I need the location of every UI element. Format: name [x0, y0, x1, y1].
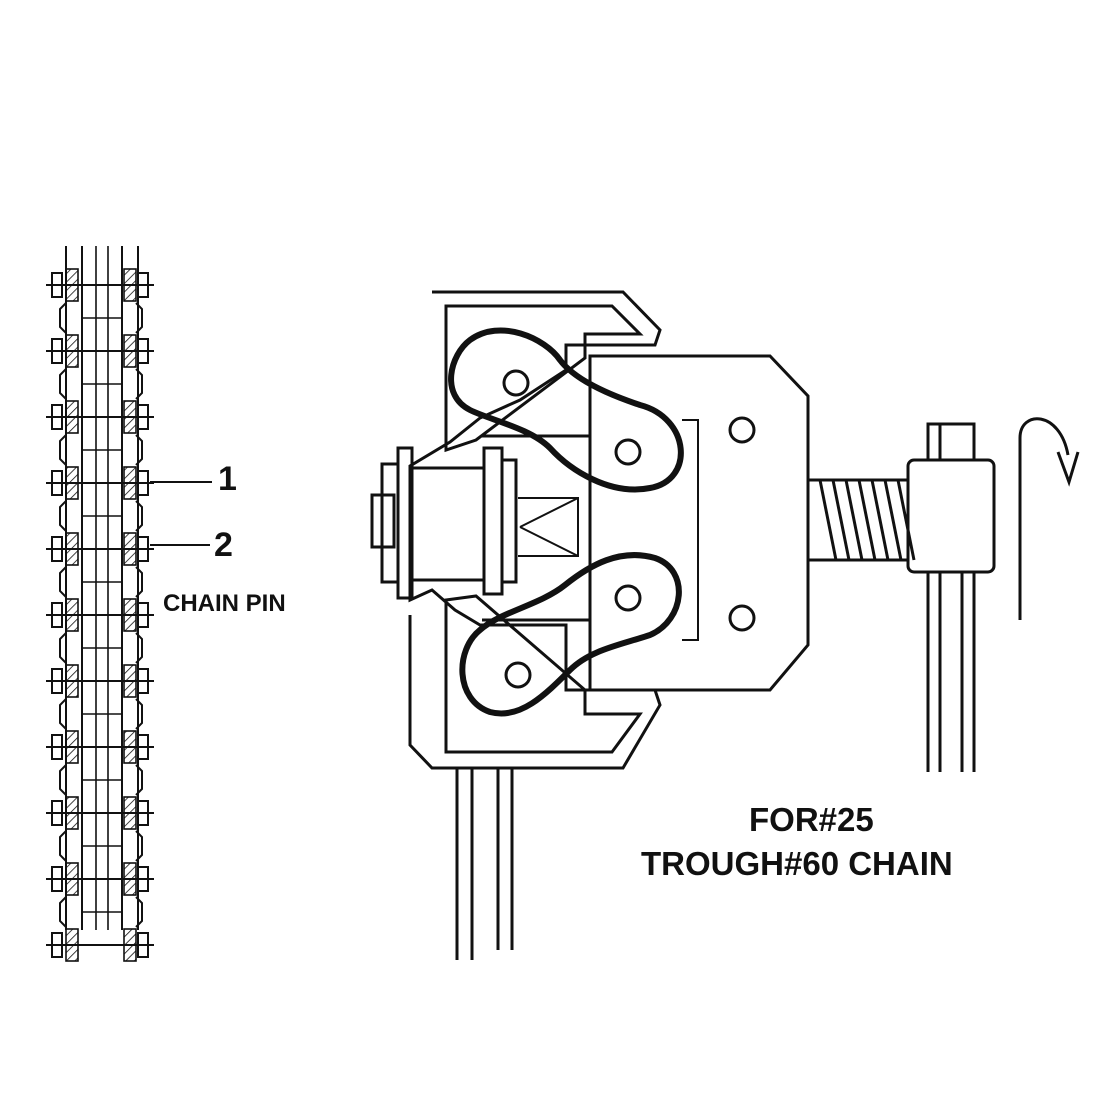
- handle-nut: [906, 458, 996, 574]
- rotation-arrow: [1018, 417, 1070, 620]
- tool-frame-inner-lower: [444, 594, 643, 754]
- tool-frame-outer: [408, 290, 662, 770]
- tool-frame-inner: [444, 304, 644, 453]
- callout-2-label: 2: [214, 526, 233, 564]
- callout-1-label: 1: [218, 460, 237, 498]
- caption-line-1: FOR#25: [749, 801, 874, 838]
- lower-link-plate: [459, 552, 682, 717]
- chain-pin-label: CHAIN PIN: [163, 590, 286, 617]
- caption-line-2: TROUGH#60 CHAIN: [641, 845, 953, 882]
- tool-body-plate: [588, 354, 810, 692]
- roller-chain-strip: [46, 246, 154, 962]
- upper-link-plate: [448, 327, 684, 493]
- chain-breaker-tool: [370, 290, 1080, 960]
